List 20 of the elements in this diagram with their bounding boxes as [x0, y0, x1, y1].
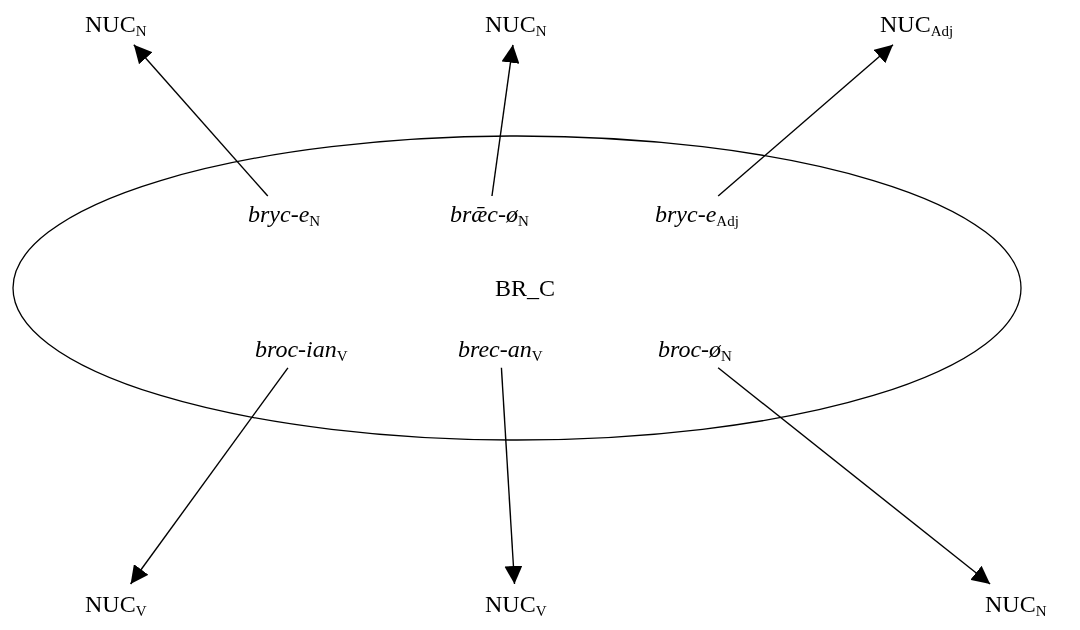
- word-form-label: brǣc-ø$_{N}$: [450, 200, 529, 229]
- word-form-label: brec-an$_{V}$: [458, 335, 543, 364]
- nucleus-label: NUC$_{N}$: [985, 590, 1047, 619]
- word-form-label: broc-ian$_{V}$: [255, 335, 348, 364]
- word-form-label: bryc-e$_{Adj}$: [655, 200, 739, 229]
- arrow: [133, 44, 269, 197]
- stem-label: BR_C: [495, 273, 555, 303]
- ellipse-outline: [12, 135, 1022, 441]
- nucleus-label: NUC$_{N}$: [85, 10, 147, 39]
- word-form-label: broc-ø$_{N}$: [658, 335, 732, 364]
- arrow: [491, 44, 520, 197]
- nucleus-label: NUC$_{N}$: [485, 10, 547, 39]
- nucleus-label: NUC$_{Adj}$: [880, 10, 954, 39]
- arrow: [717, 367, 991, 585]
- arrow: [500, 367, 523, 585]
- nucleus-label: NUC$_{V}$: [485, 590, 547, 619]
- arrow: [129, 367, 289, 585]
- arrow: [717, 44, 894, 197]
- word-form-label: bryc-e$_{N}$: [248, 200, 321, 229]
- nucleus-label: NUC$_{V}$: [85, 590, 147, 619]
